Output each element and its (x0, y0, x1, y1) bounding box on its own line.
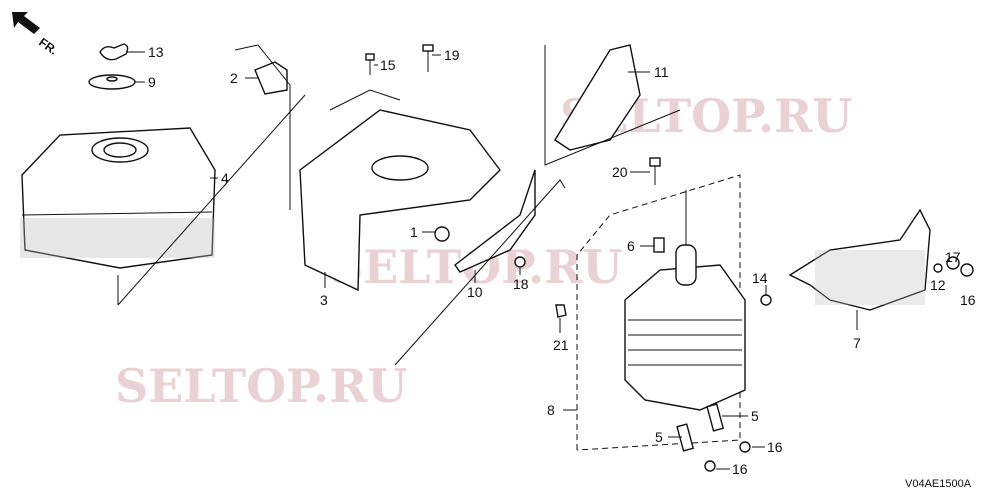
callout-16: 16 (732, 461, 748, 477)
bolt-15 (365, 53, 375, 75)
callout-16: 16 (960, 292, 976, 308)
callout-13: 13 (148, 44, 164, 60)
callout-21: 21 (553, 337, 569, 353)
callout-6: 6 (627, 238, 635, 254)
callout-20: 20 (612, 164, 628, 180)
front-label: FR. (36, 35, 60, 58)
callout-3: 3 (320, 292, 328, 308)
air-cleaner-body-8 (624, 190, 746, 411)
cover-10 (454, 169, 536, 273)
nut-16 (960, 263, 974, 277)
washer-17 (946, 256, 960, 270)
drawing-code: V04AE1500A (905, 478, 972, 490)
bolt-20 (649, 157, 661, 185)
bolt-18 (514, 256, 526, 268)
callout-2: 2 (230, 70, 238, 86)
air-cleaner-case-3 (299, 89, 501, 292)
pin-5 (706, 403, 725, 432)
grommet-1 (434, 226, 450, 242)
callout-5: 5 (655, 429, 663, 445)
callout-7: 7 (853, 335, 861, 351)
plate-11 (554, 44, 641, 151)
callout-5: 5 (751, 408, 759, 424)
watermark: SELTOP.RU (115, 359, 408, 413)
washer-12 (933, 263, 943, 273)
bolt-14 (760, 294, 772, 306)
pin-5 (676, 423, 695, 452)
callout-17: 17 (945, 249, 961, 265)
leader-lines (126, 51, 858, 470)
callout-18: 18 (513, 276, 529, 292)
callout-14: 14 (752, 270, 768, 286)
callout-4: 4 (221, 170, 229, 186)
callout-19: 19 (444, 47, 460, 63)
clip-21 (555, 304, 567, 318)
wing-nut-13 (99, 43, 129, 61)
fuel-tank-4 (20, 127, 216, 269)
callout-12: 12 (930, 277, 946, 293)
callout-8: 8 (547, 402, 555, 418)
heat-shield-7 (788, 208, 931, 311)
front-arrow-icon: FR. (12, 12, 60, 58)
bolt-19 (422, 44, 434, 72)
callout-11: 11 (654, 64, 669, 80)
washer-9 (88, 74, 136, 90)
callout-15: 15 (380, 57, 396, 73)
bracket-2 (254, 61, 288, 95)
nut-16 (704, 460, 716, 472)
nut-16 (739, 441, 751, 453)
collar-6 (653, 237, 665, 253)
callout-1: 1 (410, 224, 418, 240)
callout-10: 10 (467, 284, 483, 300)
callout-9: 9 (148, 74, 156, 90)
callout-16: 16 (767, 439, 783, 455)
